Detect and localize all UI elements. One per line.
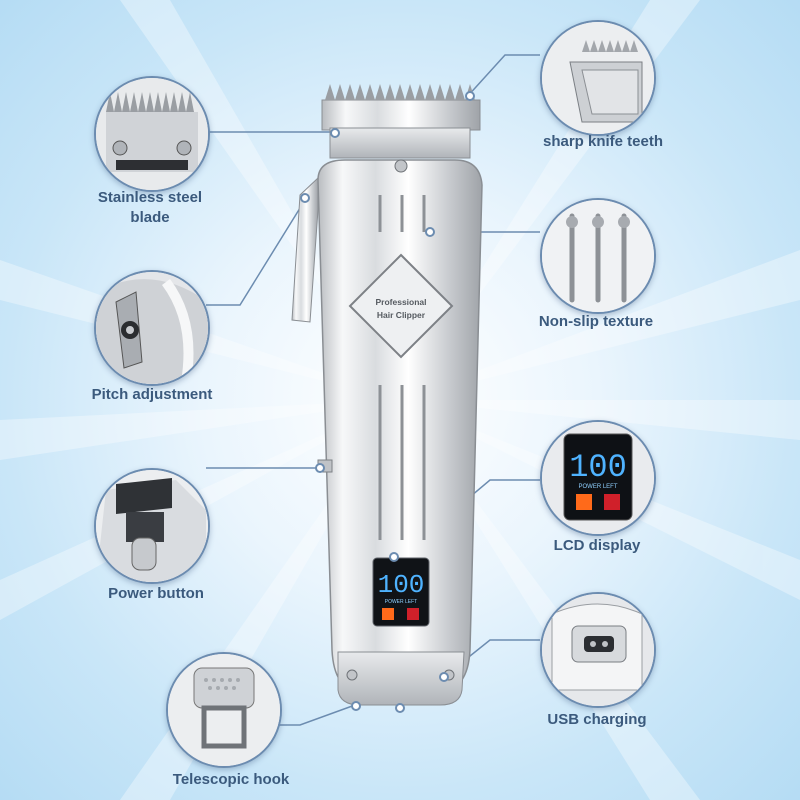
- teeth-closeup-icon: [542, 22, 654, 134]
- svg-text:100: 100: [569, 449, 627, 486]
- callout-lcd-display: 100 POWER LEFT: [540, 420, 656, 536]
- label-stainless-blade: Stainless steel blade: [97, 189, 203, 226]
- label-telescopic-hook: Telescopic hook: [172, 771, 290, 788]
- callout-non-slip: [540, 198, 656, 314]
- label-pitch-adjustment: Pitch adjustment: [91, 386, 213, 403]
- label-sharp-teeth: sharp knife teeth: [542, 133, 664, 150]
- svg-text:Professional: Professional: [375, 297, 426, 307]
- grooves-closeup-icon: [542, 200, 654, 312]
- callout-stainless-blade: [94, 76, 210, 192]
- blade-closeup-icon: [96, 78, 208, 190]
- button-closeup-icon: [96, 470, 208, 582]
- badge: Professional Hair Clipper: [348, 253, 454, 359]
- label-non-slip: Non-slip texture: [538, 313, 654, 330]
- callout-telescopic-hook: [166, 652, 282, 768]
- svg-text:POWER LEFT: POWER LEFT: [385, 599, 418, 605]
- label-lcd-display: LCD display: [553, 537, 641, 554]
- lcd-screen: 100 POWER LEFT: [372, 557, 430, 627]
- callout-sharp-teeth: [540, 20, 656, 136]
- callout-usb-charging: [540, 592, 656, 708]
- blade-teeth: [321, 84, 481, 159]
- svg-text:POWER LEFT: POWER LEFT: [578, 484, 617, 490]
- svg-text:Hair Clipper: Hair Clipper: [377, 310, 426, 320]
- lever-closeup-icon: [96, 272, 208, 384]
- usb-port-closeup-icon: [542, 594, 654, 706]
- lcd-closeup-icon: 100 POWER LEFT: [542, 422, 654, 534]
- label-power-button: Power button: [108, 585, 204, 602]
- svg-text:100: 100: [378, 570, 425, 600]
- callout-pitch-adjustment: [94, 270, 210, 386]
- hook-closeup-icon: [168, 654, 280, 766]
- callout-power-button: [94, 468, 210, 584]
- label-usb-charging: USB charging: [547, 711, 647, 728]
